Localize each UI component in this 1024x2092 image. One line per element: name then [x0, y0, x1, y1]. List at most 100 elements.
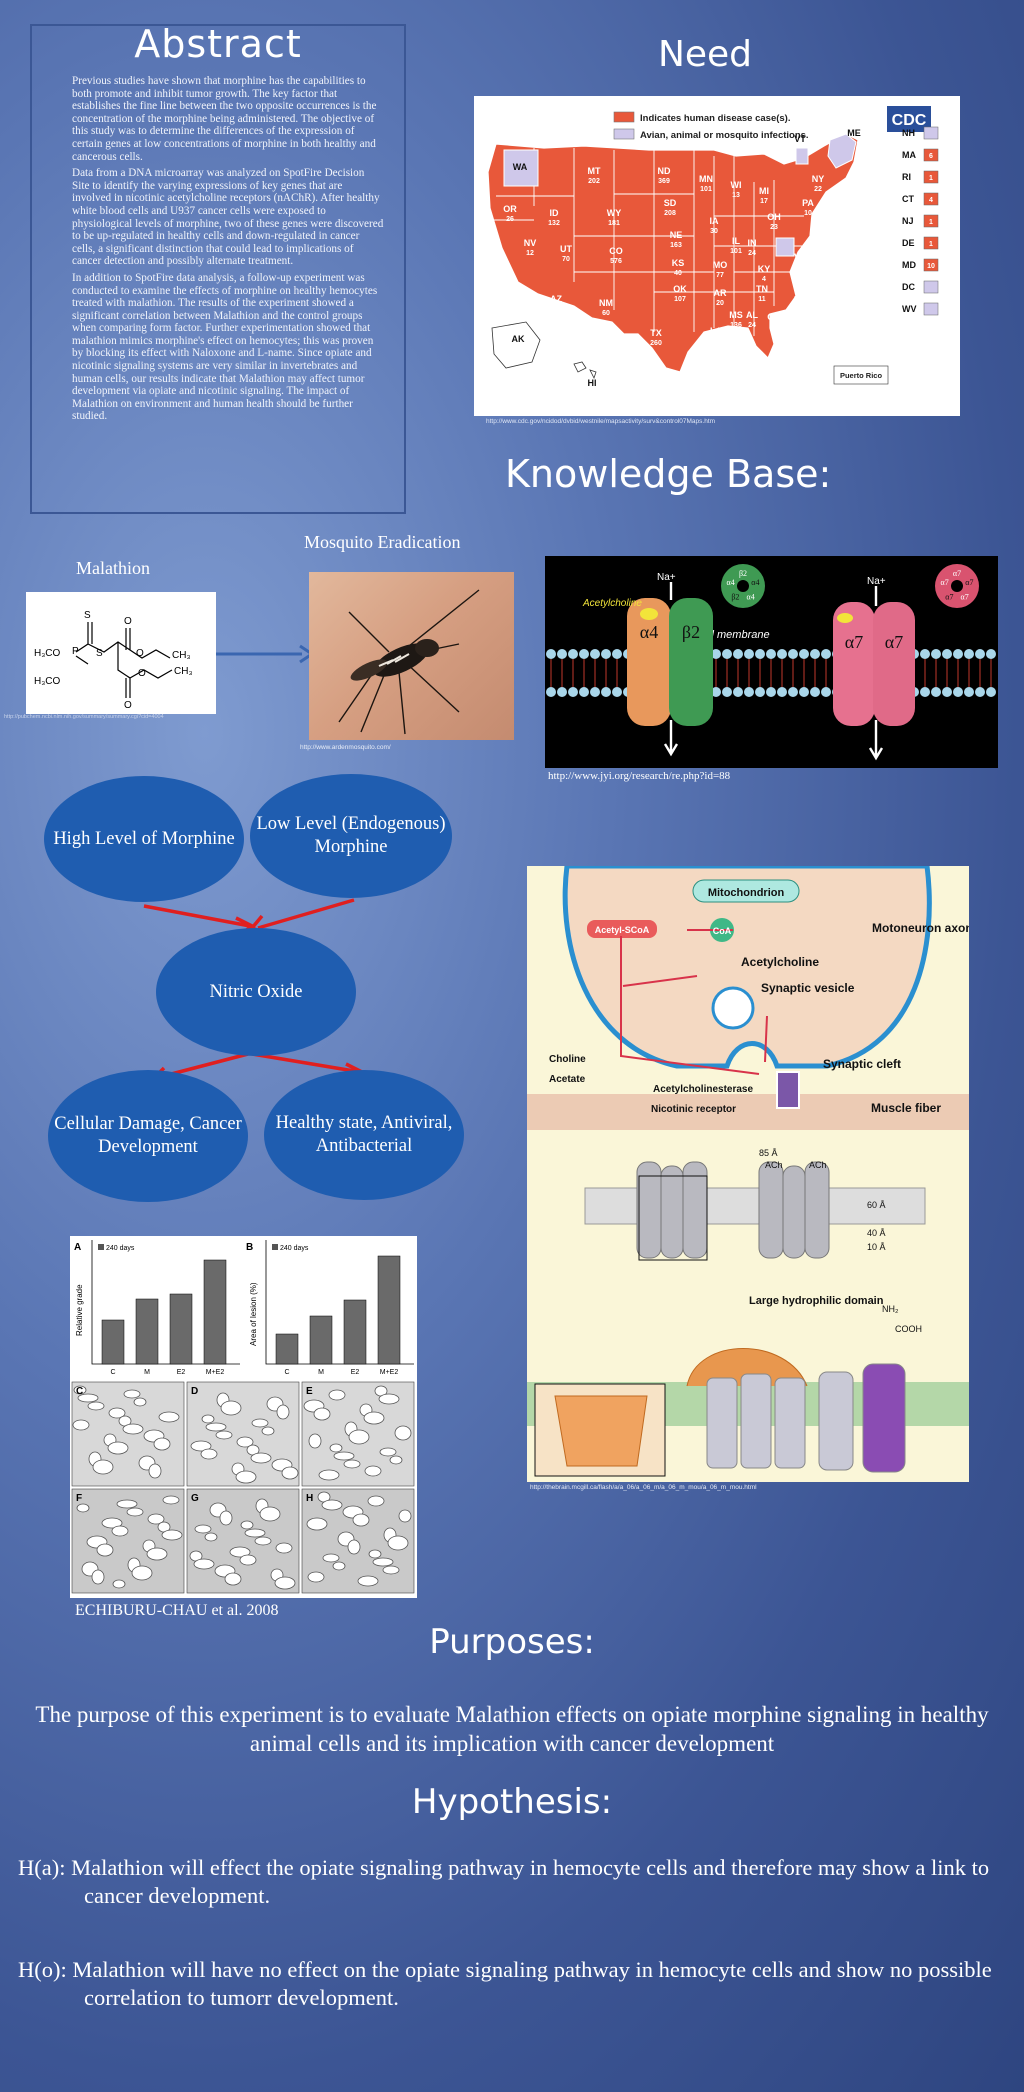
state-count-co: 576 — [610, 258, 622, 265]
receptor-citation[interactable]: http://www.jyi.org/research/re.php?id=88 — [548, 770, 731, 782]
pentamer-subunit-label: β2 — [739, 569, 747, 578]
structure-label-o1: O — [124, 616, 132, 627]
ach-label-1: ACh — [765, 1160, 783, 1170]
receptor-graphic: Cell membrane α4 β2 Acetylcholine Na+ α7… — [545, 556, 998, 768]
state-label-tx: TX — [650, 328, 662, 338]
nh2-label: NH₂ — [882, 1304, 899, 1314]
state-count-nc: 8 — [802, 286, 806, 293]
legend-avian-swatch — [613, 128, 635, 140]
state-label-nd: ND — [658, 166, 671, 176]
state-label-wi: WI — [731, 180, 742, 190]
panel-b-label: B — [246, 1242, 253, 1253]
research-figure: A B 240 days 240 days Relative grade Are… — [70, 1236, 417, 1598]
us-disease-map: Indicates human disease case(s). Avian, … — [474, 96, 960, 416]
panel-a-legend: 240 days — [106, 1245, 135, 1252]
state-label-va: VA — [794, 252, 806, 262]
synaptic-vesicle-shape — [711, 986, 755, 1030]
state-avian-wv — [775, 237, 795, 257]
side-state-count-ma: 6 — [929, 153, 933, 160]
state-label-wy: WY — [607, 208, 622, 218]
state-count-al: 24 — [748, 322, 756, 329]
acetylcholine-label: Acetylcholine — [582, 598, 642, 609]
side-state-box-ri — [923, 170, 939, 184]
state-label-ca: CA — [498, 264, 511, 274]
map-citation[interactable]: http://www.cdc.gov/ncidod/dvbid/westnile… — [486, 418, 716, 425]
state-label-ks: KS — [672, 258, 685, 268]
state-label-sc: SC — [794, 294, 807, 304]
hawaii-shape — [573, 361, 597, 380]
state-label-me: ME — [847, 128, 861, 138]
panel-a-label: A — [74, 1242, 81, 1253]
state-label-ak: AK — [512, 334, 525, 344]
state-count-ar: 20 — [716, 300, 724, 307]
mosquito-label: Mosquito Eradication — [304, 532, 461, 552]
alpha7-label-right: α7 — [885, 632, 903, 652]
mosquito-citation[interactable]: http://www.ardenmosquito.com/ — [300, 744, 391, 751]
pentamer-subunit-label: α4 — [727, 578, 735, 587]
pentamer-subunit-label: α7 — [953, 569, 961, 578]
state-count-ca: 380 — [498, 276, 510, 283]
need-title: Need — [657, 34, 753, 75]
alpha7-subunit-left — [833, 602, 875, 726]
state-count-ut: 70 — [562, 256, 570, 263]
dimension-60: 60 Å — [867, 1200, 886, 1210]
cooh-label: COOH — [895, 1324, 922, 1334]
malathion-label: Malathion — [76, 558, 150, 578]
ach-label-2: ACh — [809, 1160, 827, 1170]
puerto-rico-box — [833, 365, 889, 385]
abstract-title: Abstract — [134, 22, 302, 66]
panel-a-category: E2 — [177, 1369, 186, 1376]
state-avian-vt — [795, 147, 809, 165]
acetylcoa-label: Acetyl-SCoA — [595, 925, 650, 935]
purpose-text: The purpose of this experiment is to eva… — [35, 1702, 989, 1756]
structure-citation[interactable]: http://pubchem.ncbi.nlm.nih.gov/summary/… — [4, 714, 164, 720]
state-count-mn: 101 — [700, 186, 712, 193]
structure-label-h3co-top: H₃CO — [34, 648, 61, 659]
side-state-wv: WV — [902, 304, 917, 314]
beta2-label: β2 — [682, 622, 700, 642]
state-label-ny: NY — [812, 174, 825, 184]
pentamer-subunit-label: β2 — [731, 593, 739, 602]
neuromuscular-junction-diagram: Mitochondrion Motoneuron axon Acetyl-SCo… — [527, 863, 973, 1482]
state-label-ok: OK — [673, 284, 687, 294]
malathion-structure: H₃CO H₃CO P S S O O O O CH₃ CH₃ — [26, 592, 216, 714]
hydrophilic-domain-shape — [686, 1348, 808, 1387]
side-state-count-ct: 4 — [929, 197, 933, 204]
structure-label-p: P — [72, 646, 79, 657]
state-label-ar: AR — [714, 288, 727, 298]
state-count-or: 26 — [506, 216, 514, 223]
transmembrane-helices — [706, 1363, 906, 1473]
histology-panel-label: D — [191, 1386, 198, 1397]
recycling-arrows — [620, 929, 768, 1075]
histology-panel-label: G — [191, 1493, 199, 1504]
panel-a-category: C — [110, 1369, 115, 1376]
state-label-nc: NC — [798, 274, 811, 284]
muscle-fiber-label: Muscle fiber — [871, 1101, 941, 1115]
abstract-panel — [30, 24, 406, 514]
state-label-nv: NV — [524, 238, 537, 248]
state-label-az: AZ — [550, 294, 562, 304]
state-label-al: AL — [746, 310, 758, 320]
alpha4-label: α4 — [640, 622, 658, 642]
figure-citation: ECHIBURU-CHAU et al. 2008 — [75, 1602, 279, 1619]
hydrophilic-domain-label: Large hydrophilic domain — [749, 1295, 884, 1307]
panel-b-legend: 240 days — [280, 1245, 309, 1252]
dimension-10: 10 Å — [867, 1242, 886, 1252]
acetylcholine-binding-site — [640, 608, 658, 620]
state-count-oh: 23 — [770, 224, 778, 231]
abstract-paragraph: Previous studies have shown that morphin… — [72, 75, 377, 163]
state-avian-me — [827, 133, 857, 169]
side-state-de: DE — [902, 238, 915, 248]
synaptic-cleft-label: Synaptic cleft — [823, 1057, 901, 1071]
state-count-tn: 11 — [758, 296, 766, 303]
state-label-oh: OH — [767, 212, 781, 222]
histology-panel-label: H — [306, 1493, 313, 1504]
state-count-il: 101 — [730, 248, 742, 255]
nerve-citation[interactable]: http://thebrain.mcgill.ca/flash/a/a_06/a… — [530, 1484, 757, 1491]
choline-label: Choline — [549, 1054, 586, 1065]
histology-panel-label: E — [306, 1386, 313, 1397]
state-count-ny: 22 — [814, 186, 822, 193]
